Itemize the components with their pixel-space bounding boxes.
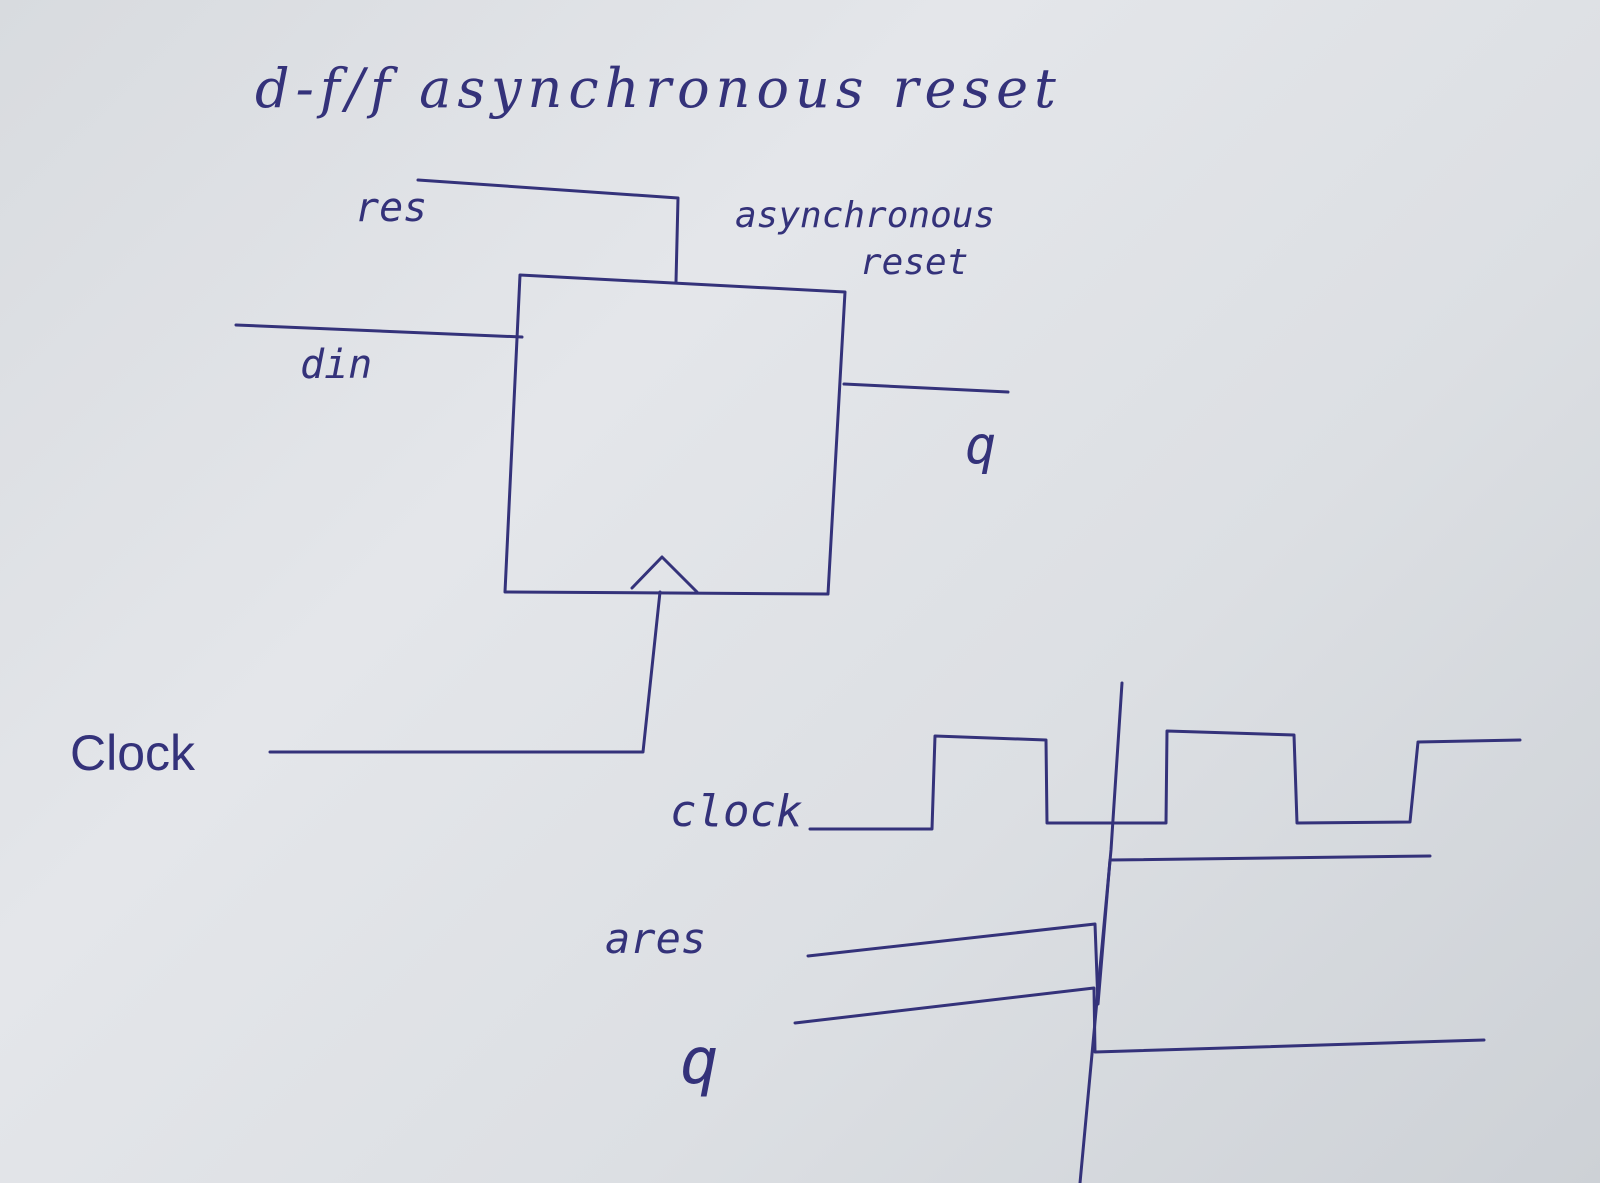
reset-note-line2: reset [860, 242, 969, 283]
reset-edge-marker [1078, 681, 1124, 1183]
clock-input-label: Clock [70, 725, 196, 781]
data-input-label: din [300, 342, 373, 388]
reset-note-line1: asynchronous [735, 195, 996, 236]
reset-input-label: res [355, 185, 428, 231]
q-waveform [793, 986, 1486, 1054]
timing-ares-label: ares [605, 914, 707, 963]
ares-waveform [806, 854, 1432, 1006]
reset-wire [416, 178, 680, 284]
clock-wire [268, 590, 662, 754]
clock-edge-triangle [630, 555, 699, 594]
flip-flop-box [503, 273, 847, 596]
din-wire [234, 323, 524, 339]
clock-waveform [808, 729, 1522, 831]
q-wire [842, 382, 1010, 394]
timing-q-label: q [680, 1025, 719, 1099]
page-title: d-f/f asynchronous reset [255, 57, 1062, 120]
timing-clock-label: clock [670, 786, 803, 837]
output-label: q [965, 416, 997, 476]
